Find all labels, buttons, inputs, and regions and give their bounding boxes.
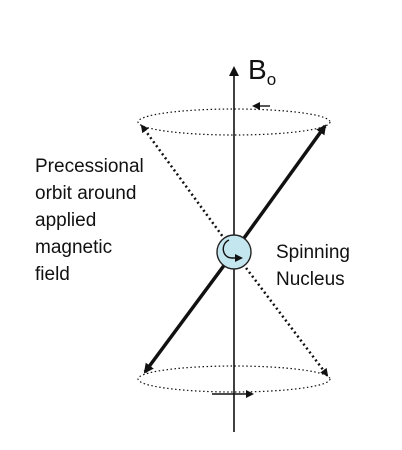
precession-label: Precessional orbit around applied magnet… (35, 156, 149, 285)
precession-axis-arrow-down (233, 251, 329, 377)
field-label: Bo (248, 54, 276, 89)
top-orbit-ellipse (137, 108, 331, 136)
nucleus-label: Spinning Nucleus (276, 242, 355, 290)
precession-axis-arrow-up (140, 124, 236, 253)
bottom-orbit-ellipse (137, 365, 331, 393)
spin-axis-arrow-down (143, 250, 236, 374)
nucleus-spin-arrow (222, 239, 243, 262)
spin-axis-arrow-up (232, 124, 327, 254)
spinning-nucleus (216, 234, 252, 270)
